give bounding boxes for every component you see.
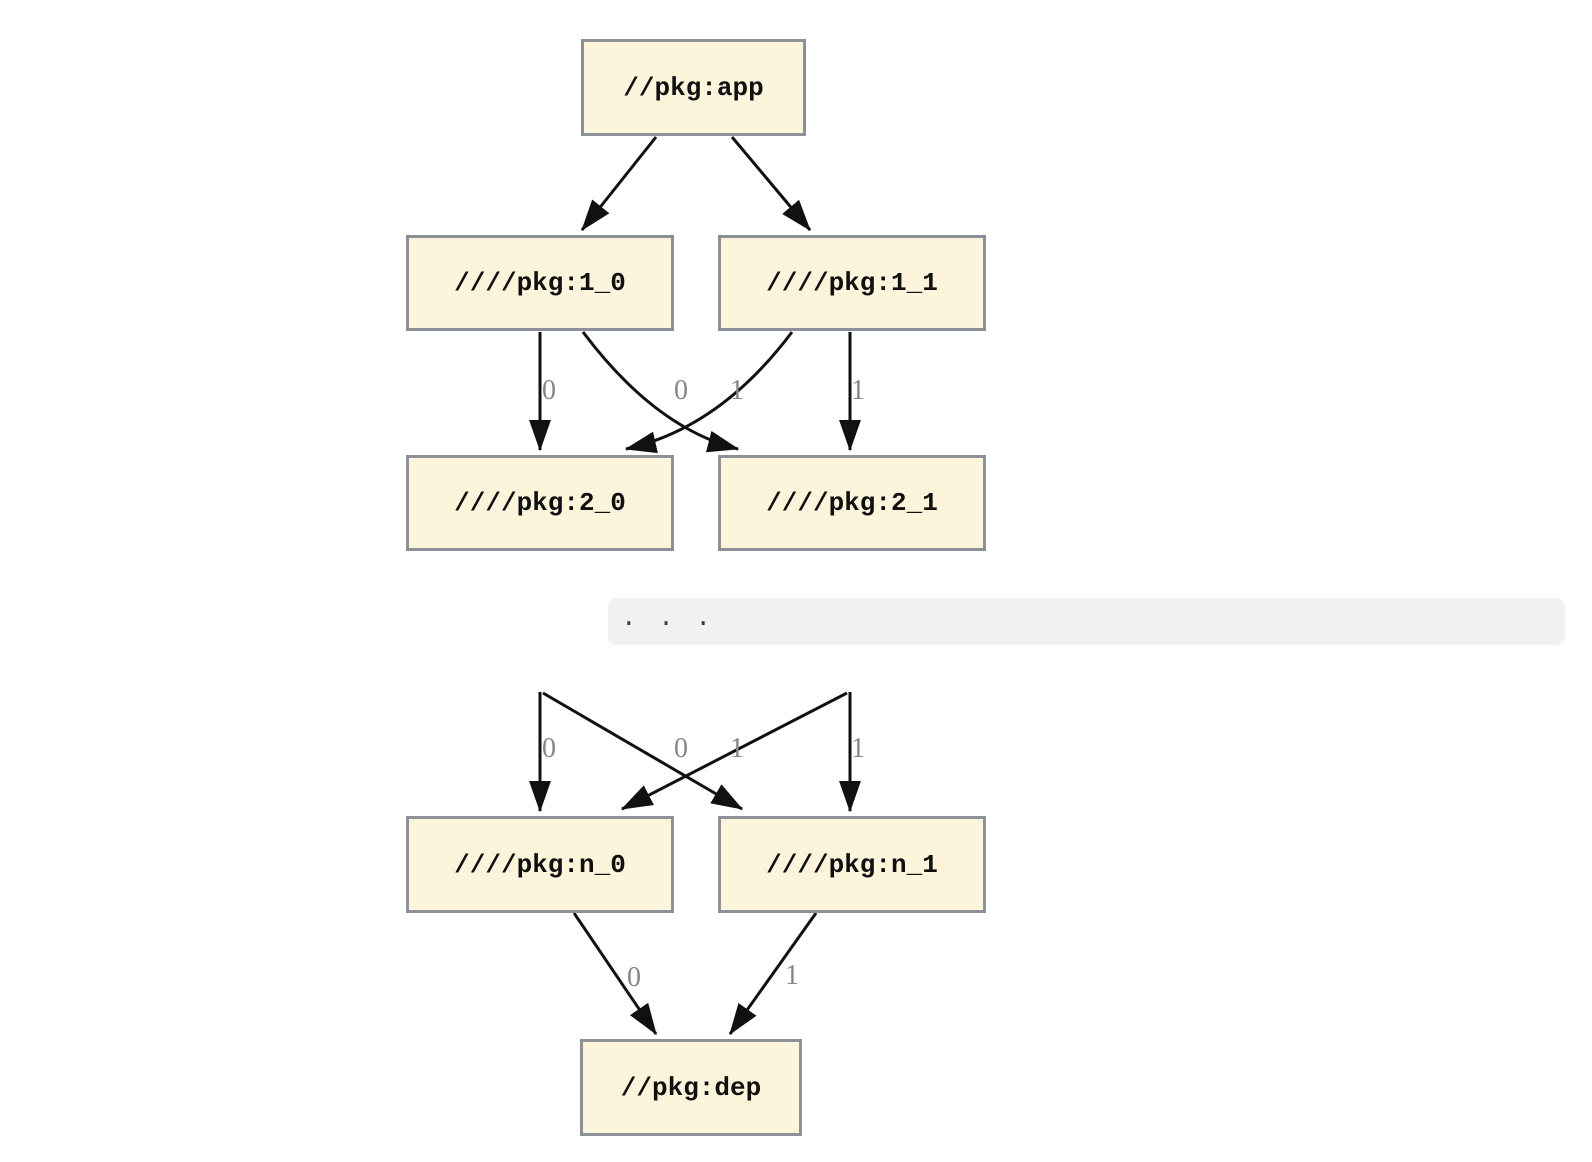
edge-label-prev1-to-n-0: 0 [674,733,688,764]
graph-node-app-label: //pkg:app [623,72,764,103]
edge-prev0-to-n-1 [542,691,744,811]
graph-node-n-0: ////pkg:n_0 [406,816,674,913]
graph-node-app: //pkg:app [581,39,806,136]
graph-node-1-0-label: ////pkg:1_0 [454,268,626,298]
graph-node-1-0: ////pkg:1_0 [406,235,674,331]
graph-node-1-1: ////pkg:1_1 [718,235,986,331]
edge-1-1-to-2-0 [624,331,794,454]
edge-prev1-to-n-0 [620,691,848,811]
graph-node-1-1-label: ////pkg:1_1 [766,268,938,298]
edge-label-prev1-to-n-1: 1 [851,733,865,764]
graph-node-2-1-label: ////pkg:2_1 [766,488,938,518]
edge-n-0-to-dep [572,912,658,1036]
edge-1-0-to-2-1 [581,331,740,453]
graph-node-2-0: ////pkg:2_0 [406,455,674,551]
edge-n-1-to-dep [728,912,818,1036]
edge-label-1-0-to-2-0: 0 [542,375,556,406]
ellipsis-band: . . . [608,598,1565,645]
graph-node-n-1-label: ////pkg:n_1 [766,849,938,880]
edge-label-n-0-to-dep: 0 [627,962,641,993]
graph-node-dep: //pkg:dep [580,1039,802,1136]
graph-node-dep-label: //pkg:dep [620,1072,762,1103]
edge-app-to-1-0 [580,136,658,231]
graph-node-2-0-label: ////pkg:2_0 [454,488,626,518]
edge-label-1-1-to-2-1: 1 [851,375,865,406]
edge-label-1-1-to-2-0: 0 [674,375,688,406]
edge-label-prev0-to-n-0: 0 [542,733,556,764]
edge-label-n-1-to-dep: 1 [785,960,799,991]
graph-node-2-1: ////pkg:2_1 [718,455,986,551]
ellipsis-dots: . . . [621,603,715,633]
edge-app-to-1-1 [730,136,812,231]
graph-node-n-1: ////pkg:n_1 [718,816,986,913]
graph-node-n-0-label: ////pkg:n_0 [454,849,626,880]
edge-label-prev0-to-n-1: 1 [730,733,744,764]
edge-label-1-0-to-2-1: 1 [730,375,744,406]
